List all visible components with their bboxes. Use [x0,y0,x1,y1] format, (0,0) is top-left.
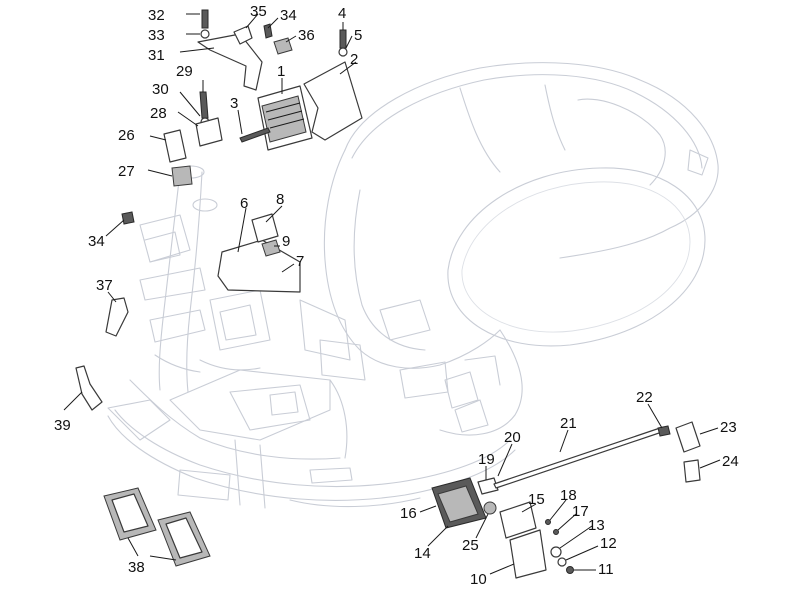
callout-32: 32 [148,7,165,24]
callout-10: 10 [470,571,487,588]
scooter-frame-outline [107,62,719,509]
callout-30: 30 [152,81,169,98]
callout-16: 16 [400,505,417,522]
callout-11: 11 [598,561,614,578]
voltage-regulator [257,85,313,151]
bolt-3 [239,127,271,143]
fastener-34 [263,23,273,39]
control-unit-14-face [437,485,479,523]
callouts: 32 33 31 35 34 36 4 5 2 1 29 30 28 3 26 … [54,3,739,588]
callout-21: 21 [560,415,577,432]
callout-1: 1 [277,63,285,80]
clip-37 [105,297,129,337]
callout-23: 23 [720,419,737,436]
callout-24: 24 [722,453,739,470]
screw-32 [201,9,209,29]
callout-15: 15 [528,491,545,508]
callout-18: 18 [560,487,577,504]
screw-4 [339,29,347,49]
bracket-10 [509,529,547,579]
washer-33 [200,29,210,39]
callout-20: 20 [504,429,521,446]
leader-lines [63,13,721,575]
callout-8: 8 [276,191,284,208]
callout-39: 39 [54,417,71,434]
callout-13: 13 [588,517,605,534]
bracket-39 [75,365,103,411]
callout-38: 38 [128,559,145,576]
callout-25: 25 [462,537,479,554]
callout-28: 28 [150,105,167,122]
callout-7: 7 [296,253,304,270]
spark-plug-cap-23 [675,421,701,453]
mounting-plate-31 [197,33,263,91]
rubber-mount-9 [261,239,281,257]
washer-5 [338,47,348,57]
callout-6: 6 [240,195,248,212]
clip-35 [233,25,253,45]
callout-34-lower: 34 [88,233,105,250]
nut-11 [566,566,574,574]
screw-17 [553,529,559,535]
parts [75,9,701,579]
cap-24 [683,459,701,483]
callout-19: 19 [478,451,495,468]
callout-3: 3 [230,95,238,112]
bracket-28 [195,117,223,147]
callout-17: 17 [572,503,589,520]
washer-13 [550,546,562,558]
callout-37: 37 [96,277,113,294]
fastener-34-lower [121,211,135,225]
connector-26 [163,129,187,163]
screw-18 [545,519,551,525]
floor-pad-38b-inner [165,517,203,559]
callout-26: 26 [118,127,135,144]
callout-9: 9 [282,233,290,250]
grommet-25 [483,501,497,515]
callout-2: 2 [350,51,358,68]
rubber-cap-27 [171,165,193,187]
screw-29 [199,91,209,119]
callout-12: 12 [600,535,617,552]
callout-27: 27 [118,163,135,180]
callout-5: 5 [354,27,362,44]
callout-22: 22 [636,389,653,406]
callout-31: 31 [148,47,165,64]
floor-pad-38a-inner [111,493,149,533]
callout-4: 4 [338,5,346,22]
clip-22 [657,425,671,437]
callout-34-top: 34 [280,7,297,24]
callout-29: 29 [176,63,193,80]
relay-8 [251,213,279,243]
nut-36 [273,37,293,55]
callout-36: 36 [298,27,315,44]
callout-14: 14 [414,545,431,562]
bracket-15 [499,501,537,539]
regulator-bracket [303,61,363,141]
callout-35: 35 [250,3,267,20]
connector-19 [477,477,499,495]
callout-33: 33 [148,27,165,44]
washer-12 [557,557,567,567]
